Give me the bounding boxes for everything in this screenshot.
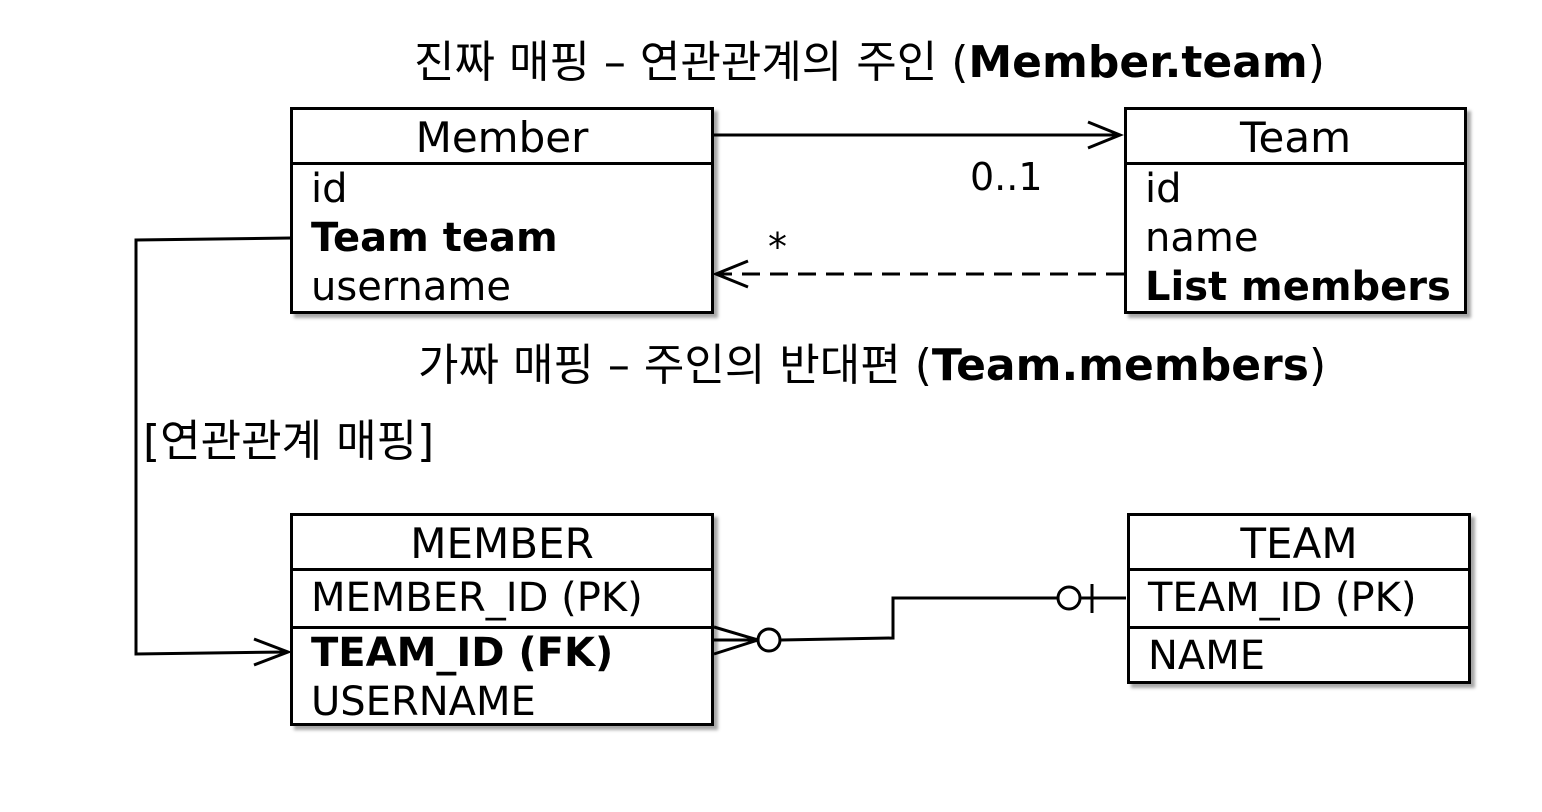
member-class-fields: id Team team username	[293, 165, 711, 312]
team-class-box: Team id name List members	[1124, 107, 1467, 314]
relation-mapping-arrow	[134, 236, 293, 667]
multiplicity-zero-one: 0..1	[970, 155, 1043, 199]
team-class-fields: id name List members	[1127, 165, 1464, 312]
multiplicity-many: *	[768, 225, 787, 269]
team-field-members: List members	[1145, 264, 1451, 310]
member-to-team-arrow	[712, 120, 1124, 150]
member-table-pk-section: MEMBER_ID (PK)	[293, 571, 711, 629]
relation-mapping-label: [연관관계 매핑]	[143, 416, 435, 467]
team-table-name: NAME	[1148, 633, 1266, 679]
member-table-pk: MEMBER_ID (PK)	[311, 575, 643, 621]
member-field-team: Team team	[311, 215, 558, 261]
member-table-username: USERNAME	[311, 679, 536, 725]
real-mapping-heading: 진짜 매핑 – 연관관계의 주인 (Member.team)	[414, 37, 1325, 88]
fake-mapping-heading: 가짜 매핑 – 주인의 반대편 (Team.members)	[418, 340, 1327, 391]
team-table-title: TEAM	[1130, 516, 1468, 571]
erd-relationship-line	[713, 584, 1126, 656]
team-table-box: TEAM TEAM_ID (PK) NAME	[1127, 513, 1471, 684]
team-table-pk-section: TEAM_ID (PK)	[1130, 571, 1468, 629]
member-field-username: username	[311, 264, 511, 310]
member-table-columns: TEAM_ID (FK) USERNAME	[293, 629, 711, 727]
member-table-box: MEMBER MEMBER_ID (PK) TEAM_ID (FK) USERN…	[290, 513, 714, 726]
team-field-id: id	[1145, 166, 1182, 212]
team-class-title: Team	[1127, 110, 1464, 165]
team-table-columns: NAME	[1130, 629, 1468, 681]
member-field-id: id	[311, 166, 348, 212]
member-table-title: MEMBER	[293, 516, 711, 571]
member-class-box: Member id Team team username	[290, 107, 714, 314]
member-class-title: Member	[293, 110, 711, 165]
team-to-member-dashed-arrow	[712, 259, 1124, 289]
team-table-pk: TEAM_ID (PK)	[1148, 575, 1417, 621]
team-field-name: name	[1145, 215, 1259, 261]
member-table-fk: TEAM_ID (FK)	[311, 630, 614, 676]
